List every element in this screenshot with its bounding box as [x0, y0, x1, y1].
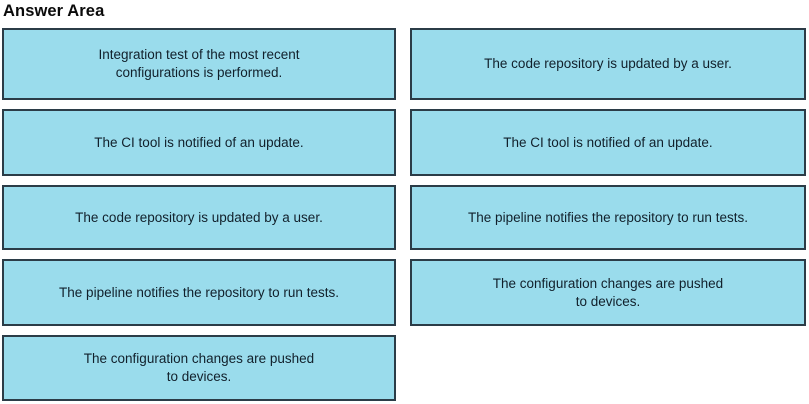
left-option-2[interactable]: The CI tool is notified of an update. [2, 109, 396, 176]
right-option-2[interactable]: The CI tool is notified of an update. [410, 109, 806, 176]
left-option-4[interactable]: The pipeline notifies the repository to … [2, 259, 396, 326]
left-option-3[interactable]: The code repository is updated by a user… [2, 185, 396, 250]
page-title: Answer Area [3, 2, 105, 20]
left-option-5[interactable]: The configuration changes are pushed to … [2, 335, 396, 401]
right-option-3[interactable]: The pipeline notifies the repository to … [410, 185, 806, 250]
right-option-4[interactable]: The configuration changes are pushed to … [410, 259, 806, 326]
left-option-1[interactable]: Integration test of the most recent conf… [2, 28, 396, 100]
answer-area-grid: Integration test of the most recent conf… [0, 27, 809, 404]
right-option-1[interactable]: The code repository is updated by a user… [410, 28, 806, 100]
